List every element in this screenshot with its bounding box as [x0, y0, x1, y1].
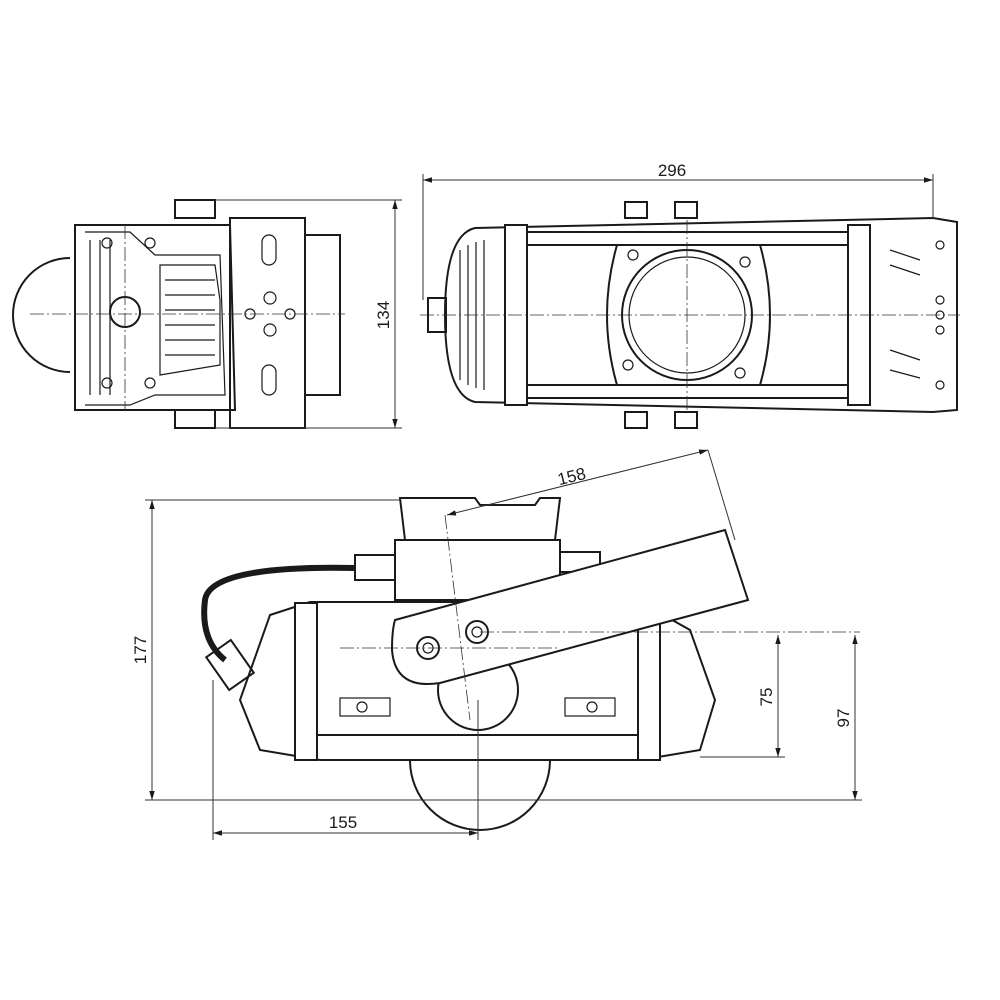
dim-label-177: 177	[131, 636, 150, 664]
dim-label-97: 97	[834, 709, 853, 728]
dimension-lines	[145, 174, 934, 840]
front-view	[12, 199, 345, 429]
dim-label-155: 155	[329, 813, 357, 832]
dim-label-296: 296	[658, 161, 686, 180]
dim-label-75: 75	[757, 688, 776, 707]
dim-label-158: 158	[556, 464, 588, 489]
dim-label-134: 134	[374, 301, 393, 329]
side-view	[201, 497, 860, 831]
top-view	[420, 201, 960, 429]
